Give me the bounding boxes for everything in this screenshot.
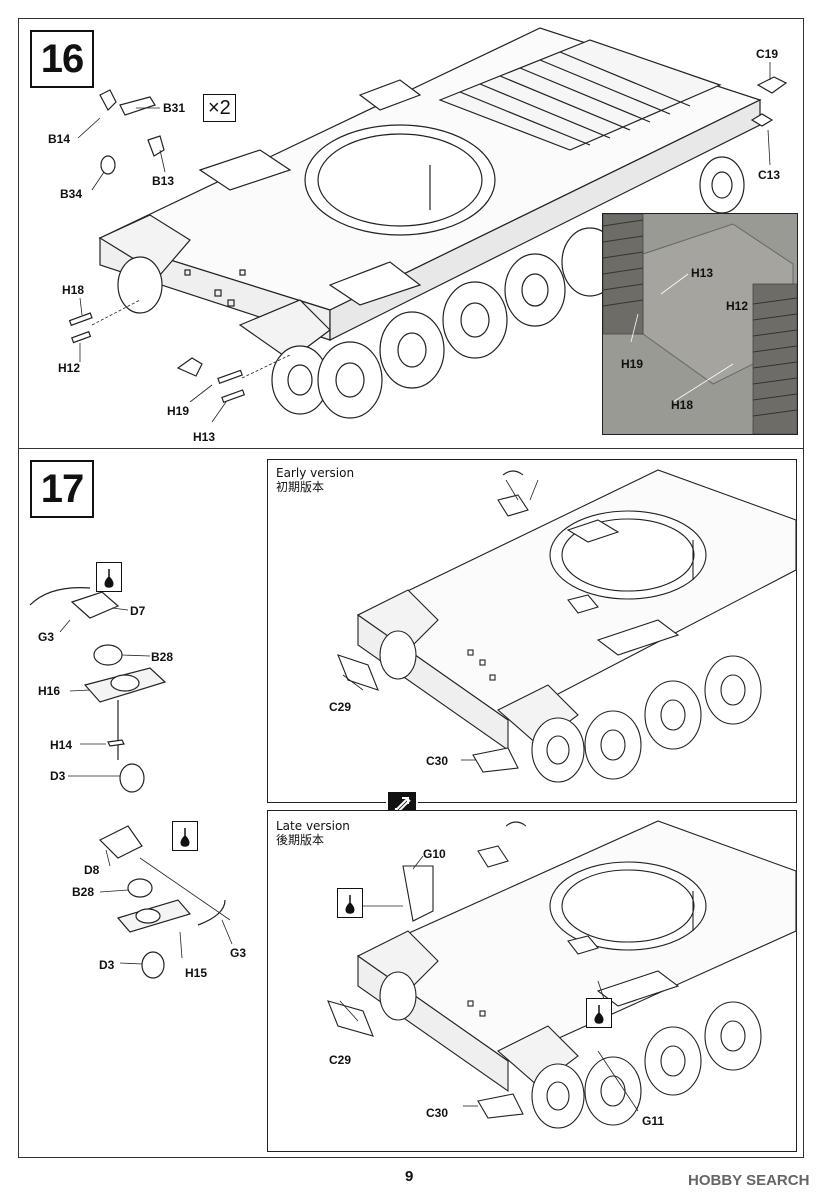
part-label-g3: G3 — [38, 630, 55, 644]
part-label-h16: H16 — [38, 684, 61, 698]
late-version-hull — [327, 820, 797, 1129]
part-label-b13: B13 — [152, 174, 175, 188]
part-label-h19: H19 — [167, 404, 190, 418]
part-label-c29: C29 — [329, 700, 352, 714]
inset-photo-drawing — [603, 214, 797, 434]
inset-label-h13: H13 — [691, 266, 714, 280]
part-label-h13: H13 — [193, 430, 216, 444]
part-label-h12: H12 — [58, 361, 81, 375]
multiplier-badge: ×2 — [203, 94, 236, 122]
part-label-b14: B14 — [48, 132, 71, 146]
part-label-h14: H14 — [50, 738, 73, 752]
part-label-d3-late: D3 — [99, 958, 115, 972]
part-label-g11: G11 — [642, 1114, 665, 1128]
glue-icon — [96, 562, 122, 592]
late-version-panel: Late version 後期版本 — [267, 810, 797, 1152]
early-version-hull — [337, 469, 797, 783]
step-divider — [18, 448, 804, 449]
early-version-panel: Early version 初期版本 — [267, 459, 797, 803]
part-label-c19: C19 — [756, 47, 779, 61]
late-version-title: Late version 後期版本 — [276, 819, 350, 847]
page-number: 9 — [405, 1168, 414, 1185]
part-label-h18: H18 — [62, 283, 85, 297]
part-label-b34: B34 — [60, 187, 83, 201]
inset-photo: H13 H12 H19 H18 — [602, 213, 798, 435]
part-label-b28-late: B28 — [72, 885, 95, 899]
part-label-c30-late: C30 — [426, 1106, 449, 1120]
inset-label-h19: H19 — [621, 357, 644, 371]
part-label-h15: H15 — [185, 966, 208, 980]
glue-icon — [337, 888, 363, 918]
step16-hull-illustration — [68, 27, 788, 423]
part-label-c13: C13 — [758, 168, 781, 182]
part-label-b28: B28 — [151, 650, 174, 664]
glue-icon — [172, 821, 198, 851]
part-label-d8: D8 — [84, 863, 100, 877]
watermark: HOBBY SEARCH — [688, 1172, 810, 1189]
inset-label-h18: H18 — [671, 398, 694, 412]
page-frame — [18, 18, 804, 1158]
part-label-c29-late: C29 — [329, 1053, 352, 1067]
part-label-d7: D7 — [130, 604, 146, 618]
glue-icon — [586, 998, 612, 1028]
part-label-g10: G10 — [423, 847, 446, 861]
step-16-number: 16 — [30, 30, 94, 88]
early-version-title: Early version 初期版本 — [276, 466, 355, 494]
part-label-b31: B31 — [163, 101, 186, 115]
part-label-g3-late: G3 — [230, 946, 247, 960]
part-label-d3: D3 — [50, 769, 66, 783]
part-label-c30: C30 — [426, 754, 449, 768]
step-17-number: 17 — [30, 460, 94, 518]
inset-label-h12: H12 — [726, 299, 749, 313]
step17-parts-early — [29, 587, 233, 979]
